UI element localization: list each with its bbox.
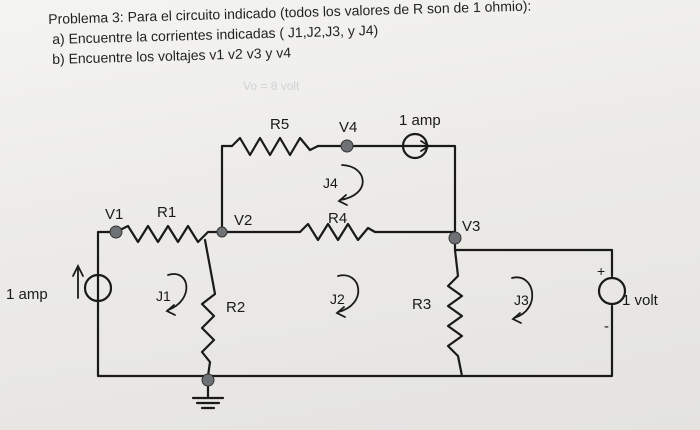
- node-v3-dot: [448, 231, 462, 245]
- resistor-r2: [200, 238, 217, 378]
- label-j2: J2: [330, 291, 345, 307]
- node-v2-dot: [216, 226, 228, 238]
- arrowhead-top-source: [420, 140, 431, 152]
- resistor-r5: [230, 136, 320, 157]
- label-left-current: 1 amp: [6, 286, 48, 303]
- label-r4: R4: [328, 210, 348, 227]
- label-r1: R1: [157, 204, 177, 221]
- loop-arrowhead-j3: [511, 312, 522, 324]
- loop-arrow-j4: [339, 164, 364, 201]
- voltage-source-right: [597, 276, 627, 306]
- label-j4: J4: [323, 175, 338, 191]
- label-v2: V2: [234, 212, 253, 229]
- top-wire-left: [220, 144, 234, 234]
- loop-arrow-j1: [167, 273, 188, 311]
- loop-arrow-j3: [511, 276, 534, 319]
- loop-arrowhead-j1: [165, 304, 176, 316]
- label-r2: R2: [226, 299, 246, 316]
- label-j3: J3: [514, 292, 529, 308]
- top-wire-mid: [316, 144, 457, 234]
- label-v3: V3: [462, 218, 481, 235]
- resistor-r3: [446, 248, 464, 378]
- label-r5: R5: [270, 116, 290, 133]
- loop-arrow-j2: [337, 274, 360, 313]
- node-ground-dot: [201, 373, 215, 387]
- node-v1-dot: [109, 225, 123, 239]
- label-top-current: 1 amp: [399, 112, 441, 129]
- loop-arrowhead-j4: [337, 194, 348, 206]
- right-wire-top: [453, 230, 614, 278]
- label-right-voltage: 1 volt: [622, 292, 658, 309]
- left-wire: [96, 230, 614, 378]
- resistor-r1: [114, 224, 224, 244]
- label-r3: R3: [412, 296, 432, 313]
- loop-arrowhead-j2: [335, 306, 346, 318]
- current-source-left: [83, 273, 113, 303]
- label-v1: V1: [105, 206, 124, 223]
- label-j1: J1: [156, 288, 171, 304]
- node-v4-dot: [340, 139, 354, 153]
- resistor-r4: [298, 222, 457, 242]
- arrowhead-left-source: [72, 263, 84, 277]
- label-plus: +: [597, 263, 606, 279]
- label-minus: -: [604, 318, 609, 335]
- ghost-note: Vo = 8 volt: [243, 79, 300, 93]
- label-v4: V4: [339, 119, 358, 136]
